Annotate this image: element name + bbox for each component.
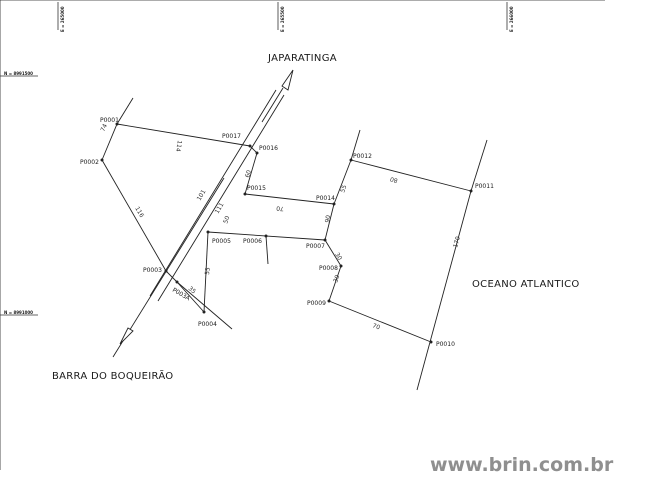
segment-length: 116 bbox=[133, 206, 145, 220]
segment-length: 70 bbox=[371, 322, 381, 331]
segment-length: 50 bbox=[222, 215, 231, 225]
grid-label-top-1: E = 265000 bbox=[60, 6, 65, 32]
point-label: P0006 bbox=[243, 238, 262, 245]
point-label: P0016 bbox=[259, 145, 278, 152]
point-label: P0008 bbox=[319, 265, 338, 272]
watermark-text: www.brin.com.br bbox=[430, 454, 614, 476]
segment-length: 101 bbox=[196, 188, 208, 202]
place-label-south: BARRA DO BOQUEIRÃO bbox=[52, 369, 173, 382]
point-label: P0010 bbox=[436, 341, 455, 348]
point-label: P0007 bbox=[306, 243, 325, 250]
segment-length: 80 bbox=[389, 175, 398, 184]
segment-length: 70 bbox=[276, 204, 284, 212]
grid-label-left-1: N = 8991500 bbox=[4, 71, 33, 76]
point-label: P0003 bbox=[143, 267, 162, 274]
coordinate-grid: E = 265000 E = 265500 E = 266000 N = 899… bbox=[0, 2, 514, 316]
point-label: P0001 bbox=[100, 117, 119, 124]
vertex-labels: P0001 P0002 P0003 P003A P0004 P0005 P000… bbox=[80, 117, 494, 348]
road bbox=[112, 89, 285, 358]
segment-length: 60 bbox=[244, 169, 253, 178]
point-label: P0005 bbox=[212, 238, 231, 245]
segment-length: 55 bbox=[339, 184, 348, 194]
arrow-south-icon bbox=[119, 327, 134, 345]
segment-length: 111 bbox=[214, 201, 226, 215]
segment-length: 30 bbox=[332, 274, 341, 284]
arrow-north-icon bbox=[261, 69, 294, 123]
survey-vertices bbox=[100, 122, 473, 344]
grid-label-top-3: E = 266000 bbox=[509, 6, 514, 32]
segment-length: 170 bbox=[452, 235, 462, 248]
point-label: P0017 bbox=[222, 133, 241, 140]
grid-label-top-2: E = 265500 bbox=[280, 6, 285, 32]
segment-length: 90 bbox=[324, 214, 332, 223]
segment-length: 35 bbox=[187, 285, 197, 295]
segment-length: 55 bbox=[204, 267, 212, 275]
grid-label-left-2: N = 8991000 bbox=[4, 310, 33, 315]
point-label: P0012 bbox=[353, 153, 372, 160]
point-label: P0015 bbox=[247, 185, 266, 192]
point-label: P0011 bbox=[475, 183, 494, 190]
segment-length: 114 bbox=[174, 140, 183, 153]
place-label-ocean: OCEANO ATLANTICO bbox=[472, 279, 580, 290]
place-label-north: JAPARATINGA bbox=[267, 53, 337, 64]
point-label: P0009 bbox=[307, 300, 326, 307]
segment-length: 74 bbox=[99, 123, 109, 133]
point-label: P0014 bbox=[316, 195, 335, 202]
segment-labels: 114 74 116 101 111 60 70 55 80 90 50 30 … bbox=[99, 123, 461, 332]
point-label: P0002 bbox=[80, 159, 99, 166]
point-label: P0004 bbox=[198, 321, 217, 328]
segment-length: 30 bbox=[333, 252, 343, 262]
